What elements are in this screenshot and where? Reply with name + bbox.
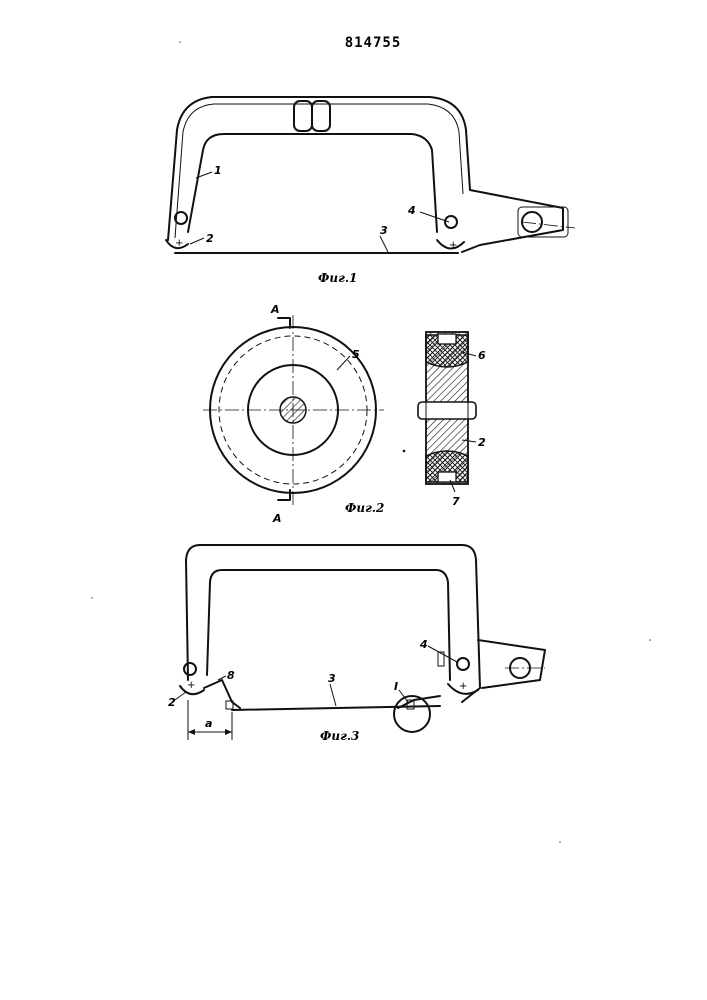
fig3-label-dimension: a — [205, 717, 212, 730]
fig1-label-band: 3 — [380, 224, 388, 237]
fig3-dim-arrow-left — [188, 729, 195, 735]
figure-2: A A 5 6 2 7 Фиг.2 — [203, 303, 486, 525]
fig2-section-axle — [418, 402, 476, 419]
fig3-pin-left — [184, 663, 196, 675]
fig3-cross-right: + — [459, 681, 467, 692]
fig3-dim-arrow-right — [225, 729, 232, 735]
fig1-caption: Фиг.1 — [318, 271, 357, 285]
fig2-section-label-bottom: A — [272, 512, 282, 525]
fig3-label-stop: 8 — [227, 669, 235, 682]
fig1-leader-2 — [190, 238, 204, 244]
fig1-cross-left: + — [175, 238, 183, 249]
fig3-leader-4 — [428, 646, 457, 662]
fig1-frame-inner — [188, 134, 437, 232]
fig1-leader-3 — [380, 236, 388, 252]
fig3-caption: Фиг.3 — [320, 729, 359, 743]
fig1-frame-outer — [168, 97, 563, 252]
fig2-speck — [403, 450, 406, 453]
fig2-label-insert: 7 — [452, 495, 460, 508]
speck-2 — [649, 639, 651, 641]
fig3-leader-3 — [330, 684, 336, 706]
fig2-leader-5 — [337, 356, 350, 370]
fig2-groove-bottom — [438, 472, 456, 482]
fig2-groove-top — [438, 334, 456, 344]
speck-1 — [179, 41, 181, 43]
fig3-stop-plate — [204, 680, 240, 708]
fig2-caption: Фиг.2 — [345, 501, 384, 515]
speck-3 — [91, 597, 93, 599]
fig3-frame-inner — [207, 570, 450, 680]
fig1-leader-4 — [420, 212, 449, 222]
document-number: 814755 — [345, 35, 402, 51]
fig1-clamp-right — [312, 101, 330, 131]
fig3-label-roller: 2 — [168, 696, 176, 709]
fig1-label-frame: 1 — [214, 164, 222, 177]
figure-1: + + 1 2 3 4 Фиг.1 — [166, 97, 575, 285]
fig3-label-axle: 4 — [419, 638, 428, 651]
fig3-cross-left: + — [187, 680, 195, 691]
fig2-label-rim: 6 — [478, 349, 486, 362]
fig3-label-detail: I — [394, 680, 398, 693]
fig1-cross-right: + — [449, 240, 457, 251]
fig1-handle-axis — [522, 222, 575, 228]
fig2-section-label-top: A — [270, 303, 280, 316]
fig1-label-axle: 4 — [407, 204, 416, 217]
figure-3: + + 2 8 3 4 I a Фиг.3 — [168, 545, 545, 743]
fig3-pin-right — [457, 658, 469, 670]
fig3-label-band: 3 — [328, 672, 336, 685]
fig1-pin-right — [445, 216, 457, 228]
fig1-clamp-left — [294, 101, 312, 131]
fig2-label-hub: 2 — [478, 436, 486, 449]
fig2-label-disc: 5 — [352, 348, 360, 361]
fig1-label-roller: 2 — [206, 232, 214, 245]
speck-4 — [559, 841, 561, 843]
